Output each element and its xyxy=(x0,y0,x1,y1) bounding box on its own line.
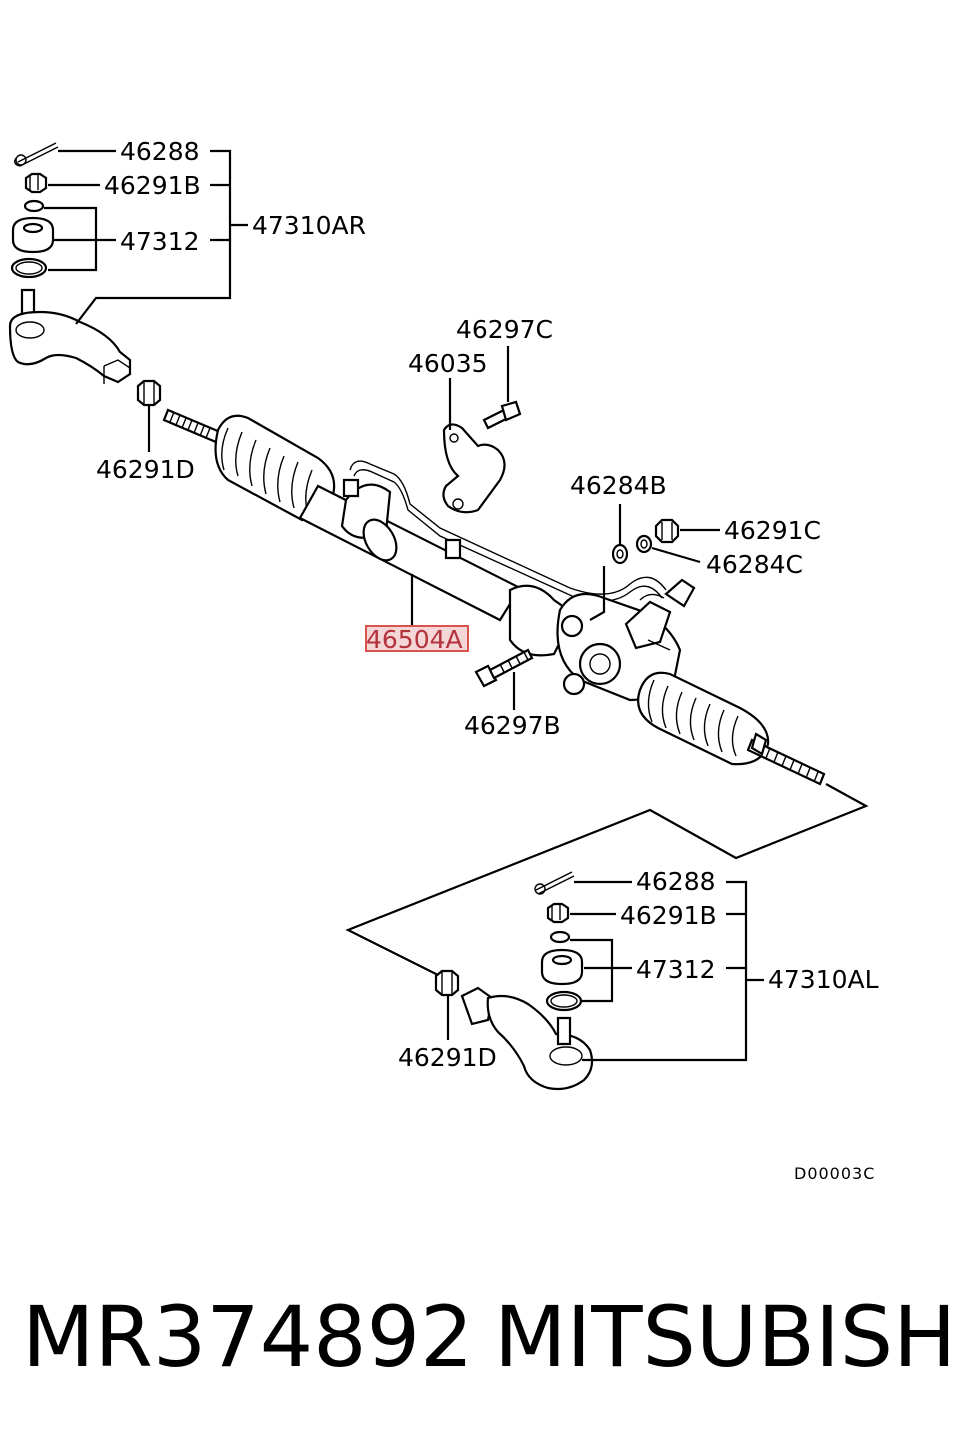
label-46291d-top[interactable]: 46291D xyxy=(96,455,195,484)
nut-46291c xyxy=(654,518,680,544)
label-46288-bottom[interactable]: 46288 xyxy=(636,867,716,896)
label-47312-bottom[interactable]: 47312 xyxy=(636,955,716,984)
threaded-rod-right xyxy=(746,732,826,786)
label-46284c[interactable]: 46284C xyxy=(706,550,803,579)
pinion-valve-housing xyxy=(556,578,696,702)
label-46291b-top[interactable]: 46291B xyxy=(104,171,201,200)
drawing-code: D00003C xyxy=(794,1164,875,1183)
washer-46284c xyxy=(635,534,653,554)
castle-nut-top xyxy=(24,172,48,194)
label-47310ar[interactable]: 47310AR xyxy=(252,211,366,240)
tie-rod-end-right-assembly xyxy=(8,142,162,407)
label-46291c[interactable]: 46291C xyxy=(724,516,821,545)
bolt-46297b xyxy=(474,648,534,688)
highlight-46504a[interactable]: 46504A xyxy=(365,625,469,654)
tie-rod-end-left-body xyxy=(460,986,594,1091)
caption-part-number: MR374892 xyxy=(22,1288,474,1386)
label-47312-top[interactable]: 47312 xyxy=(120,227,200,256)
label-47310al[interactable]: 47310AL xyxy=(768,965,879,994)
label-46291b-bottom[interactable]: 46291B xyxy=(620,901,717,930)
leader-lines-top xyxy=(44,149,248,452)
label-46284b[interactable]: 46284B xyxy=(570,471,667,500)
connection-outline xyxy=(345,783,869,985)
leader-lines-middle xyxy=(410,346,720,710)
bolt-46297c xyxy=(482,400,522,430)
hydraulic-pipes xyxy=(342,460,667,602)
label-46288-top[interactable]: 46288 xyxy=(120,137,200,166)
label-46297c[interactable]: 46297C xyxy=(456,315,553,344)
nut-46291d-top xyxy=(136,379,162,407)
threaded-rod-left xyxy=(162,408,222,444)
washer-46284b xyxy=(611,543,629,565)
label-46504a[interactable]: 46504A xyxy=(366,625,463,654)
label-46297b[interactable]: 46297B xyxy=(464,711,561,740)
castle-nut-bottom xyxy=(546,902,570,924)
rack-housing-tube xyxy=(298,483,576,657)
bellows-boot-right xyxy=(637,671,770,766)
label-46035[interactable]: 46035 xyxy=(408,349,488,378)
caption-brand: MITSUBISHI xyxy=(494,1288,960,1386)
clamp-46035 xyxy=(442,423,506,514)
tie-rod-end-right-body xyxy=(8,288,132,384)
tie-rod-end-left-assembly xyxy=(434,871,594,1091)
cotter-pin-bottom xyxy=(534,871,575,895)
nut-46291d-bottom xyxy=(434,969,460,997)
cotter-pin-top xyxy=(13,142,59,167)
boot-bottom xyxy=(540,948,584,986)
small-ring-top xyxy=(23,199,45,213)
boot-top xyxy=(11,216,55,254)
leader-lines-bottom xyxy=(446,880,764,1062)
label-46291d-bottom[interactable]: 46291D xyxy=(398,1043,497,1072)
small-ring-bottom xyxy=(549,930,571,944)
steering-rack-gear-box xyxy=(162,408,826,786)
